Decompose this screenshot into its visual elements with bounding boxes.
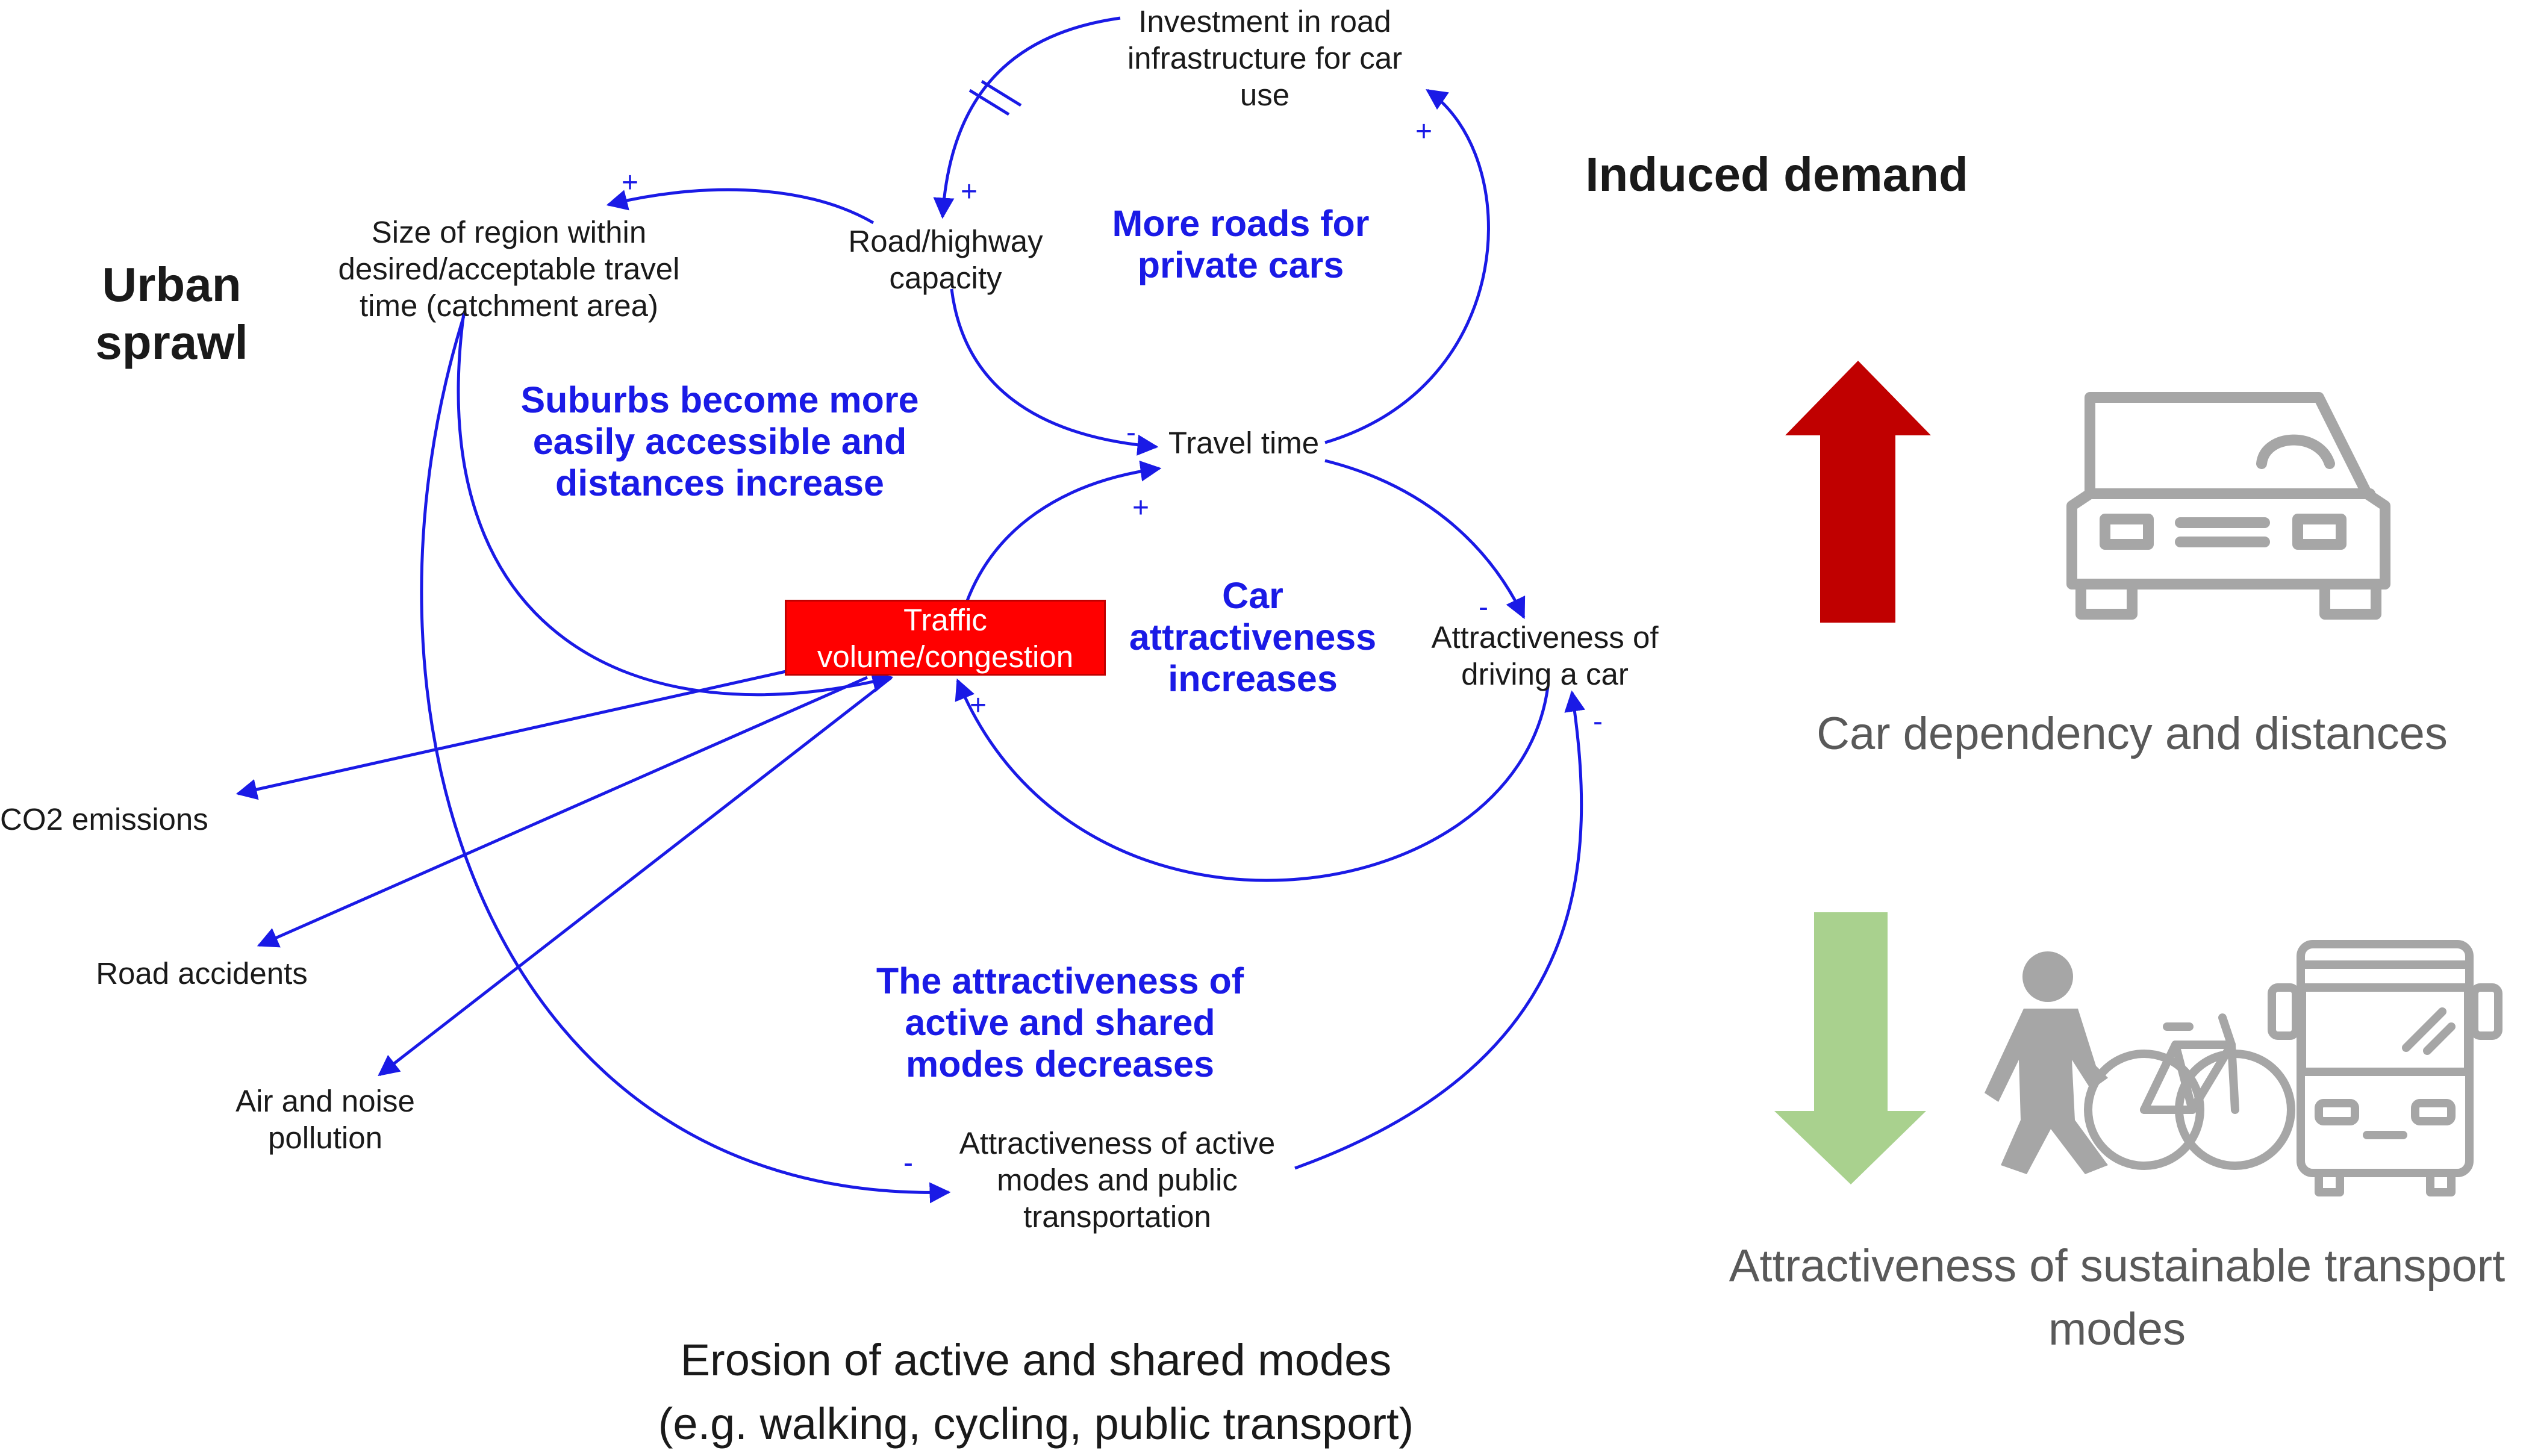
link-traffic-to-co2: [235, 670, 787, 800]
down-arrow-icon: [1774, 912, 1926, 1184]
link-region-to-attr-active: [420, 316, 951, 1204]
node-region-size: Size of region within desired/acceptable…: [338, 215, 680, 323]
caption-sustainable-transport: Attractiveness of sustainable transport …: [1729, 1240, 2506, 1355]
link-capacity-to-region: [606, 188, 875, 225]
node-investment: Investment in road infrastructure for ca…: [1127, 4, 1403, 112]
link-region-to-traffic: [457, 313, 894, 697]
node-traffic-label: Traffic volume/congestion: [817, 603, 1074, 674]
heading-induced-demand: Induced demand: [1585, 148, 1968, 201]
sign-plus: +: [1415, 116, 1433, 148]
link-travel-to-investment: [1324, 89, 1490, 444]
node-attractiveness-car: Attractiveness of driving a car: [1431, 620, 1659, 691]
node-co2-emissions: CO2 emissions: [0, 802, 208, 836]
node-air-noise-pollution: Air and noise pollution: [235, 1084, 415, 1155]
link-travel-to-attr-car: [1324, 459, 1526, 620]
node-road-capacity: Road/highway capacity: [848, 224, 1043, 295]
sign-plus: +: [970, 689, 987, 721]
loop-suburbs: Suburbs become more easily accessible an…: [520, 379, 919, 503]
delay-mark: [981, 79, 1022, 107]
loop-active-decreases: The attractiveness of active and shared …: [876, 960, 1244, 1084]
sign-minus: -: [1479, 591, 1488, 623]
link-attr-active-to-attr-car: [1294, 690, 1585, 1170]
caption-car-dependency: Car dependency and distances: [1816, 708, 2448, 759]
node-road-accidents: Road accidents: [96, 956, 308, 991]
up-arrow-icon: [1785, 361, 1931, 623]
link-attr-car-to-traffic: [955, 678, 1550, 882]
loop-car-attractiveness: Car attractiveness increases: [1129, 575, 1377, 699]
sign-minus: -: [1593, 706, 1603, 738]
node-traffic-congestion: Traffic volume/congestion: [785, 600, 1106, 676]
link-traffic-to-pollution: [378, 676, 893, 1077]
heading-erosion: Erosion of active and shared modes (e.g.…: [658, 1335, 1414, 1449]
bicycle-icon: [2084, 1013, 2295, 1170]
link-investment-to-capacity: [933, 16, 1121, 219]
sign-minus: -: [903, 1147, 913, 1179]
car-icon: [2066, 392, 2390, 620]
sign-minus: -: [1126, 417, 1136, 449]
node-attractiveness-active: Attractiveness of active modes and publi…: [959, 1126, 1276, 1234]
link-traffic-to-accidents: [257, 676, 868, 948]
link-capacity-to-travel: [950, 288, 1159, 456]
delay-mark: [968, 89, 1010, 116]
heading-urban-sprawl: Urban sprawl: [95, 258, 248, 369]
sign-plus: +: [961, 176, 978, 208]
node-travel-time: Travel time: [1168, 426, 1320, 460]
pedestrian-icon: [1985, 951, 2108, 1174]
loop-more-roads: More roads for private cars: [1112, 203, 1370, 285]
sign-plus: +: [622, 167, 639, 199]
sign-plus: +: [1132, 492, 1150, 524]
link-traffic-to-travel: [965, 460, 1162, 603]
bus-icon: [2268, 940, 2502, 1196]
